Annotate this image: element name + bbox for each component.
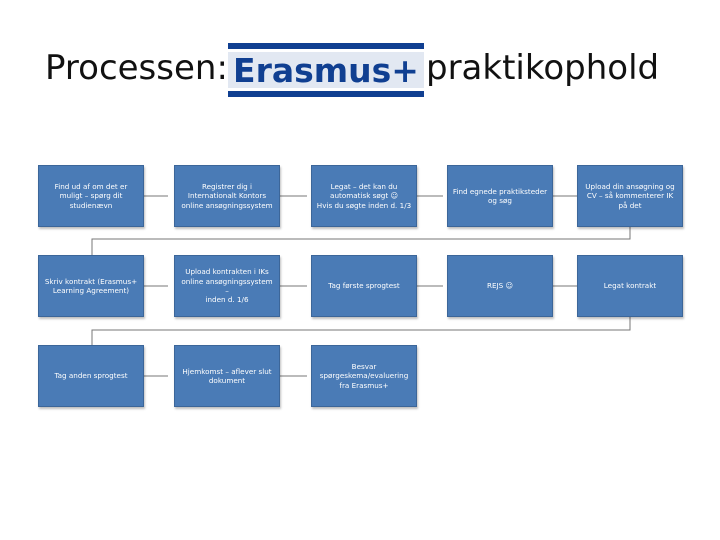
- step-box-6: Skriv kontrakt (Erasmus+ Learning Agreem…: [38, 255, 144, 317]
- step-box-2: Registrer dig i Internationalt Kontors o…: [174, 165, 280, 227]
- step-box-11: Tag anden sprogtest: [38, 345, 144, 407]
- step-box-4: Find egnede praktiksteder og søg: [447, 165, 553, 227]
- svg-text:Erasmus+: Erasmus+: [233, 51, 419, 90]
- slide-title: Processen: Erasmus+ praktikophold: [0, 0, 720, 110]
- title-right-text: praktikophold: [426, 48, 660, 88]
- step-box-13: Besvar spørgeskema/evaluering fra Erasmu…: [311, 345, 417, 407]
- connector-10-11: [91, 317, 631, 345]
- erasmus-plus-logo: Erasmus+: [228, 43, 424, 97]
- step-box-7: Upload kontrakten i IKs online ansøgning…: [174, 255, 280, 317]
- title-left-text: Processen:: [45, 48, 228, 88]
- step-box-3: Legat – det kan du automatisk søgt ☺ Hvi…: [311, 165, 417, 227]
- step-box-8: Tag første sprogtest: [311, 255, 417, 317]
- step-box-9: REJS ☺: [447, 255, 553, 317]
- step-box-10: Legat kontrakt: [577, 255, 683, 317]
- step-box-1: Find ud af om det er muligt – spørg dit …: [38, 165, 144, 227]
- connector-5-6: [91, 227, 631, 255]
- step-box-12: Hjemkomst – aflever slut dokument: [174, 345, 280, 407]
- step-box-5: Upload din ansøgning og CV – så kommente…: [577, 165, 683, 227]
